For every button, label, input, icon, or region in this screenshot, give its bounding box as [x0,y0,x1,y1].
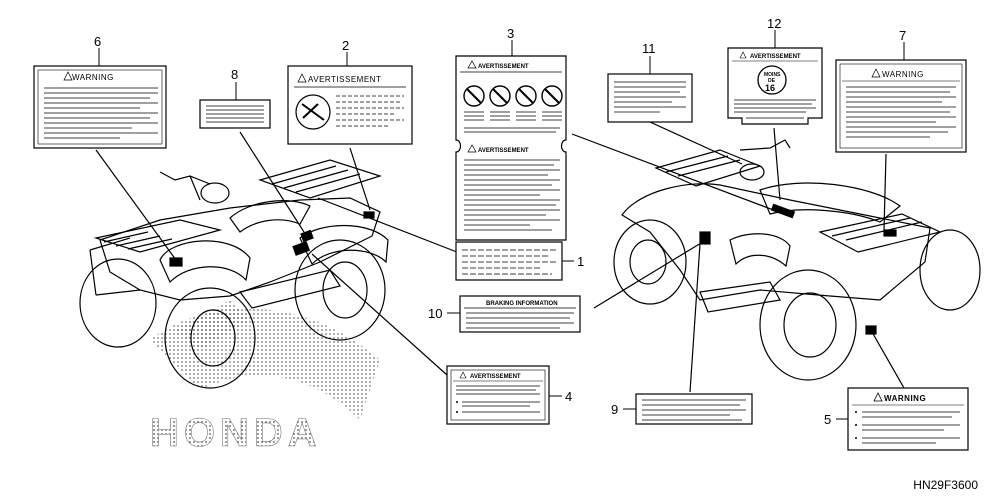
callout-2: 2 [342,38,349,53]
callout-10: 10 [428,306,442,321]
atv-rear-label-patch-7 [883,229,897,237]
callout-4: 4 [565,389,572,404]
warning-triangle-icon [467,60,477,69]
label-7-title: WARNING [882,70,924,79]
label-7-warning: WARNING [835,59,967,153]
age-badge-line3: 16 [765,83,775,93]
label-3-title-lower: AVERTISSEMENT [478,148,529,154]
age-badge-line2: DE [768,78,776,84]
label-12-avertissement: AVERTISSEMENT MOINS DE 16 [727,47,823,125]
warning-triangle-icon [459,371,467,379]
age-badge-line1: MOINS [764,72,781,78]
callout-numbers [98,30,905,420]
prohibited-icon-1 [463,85,485,107]
label-2-title: AVERTISSEMENT [308,75,381,84]
callout-5: 5 [824,412,831,427]
callout-1: 1 [577,254,584,269]
callout-8: 8 [231,67,238,82]
label-3-title: AVERTISSEMENT [478,64,529,70]
warning-triangle-icon [873,392,883,402]
prohibited-icon-3 [515,85,537,107]
prohibited-rider-icon [295,94,331,130]
label-10-braking-information: BRAKING INFORMATION [459,295,581,333]
label-8 [199,99,271,129]
callout-11: 11 [642,41,656,56]
label-9 [635,393,753,425]
honda-watermark: HONDA [150,300,380,455]
warning-triangle-icon [63,71,73,81]
callout-3: 3 [507,26,514,41]
label-12-title: AVERTISSEMENT [750,54,801,60]
atv-front-view [79,159,389,389]
label-6-title: WARNING [72,73,114,82]
atv-front-label-patch-6 [169,257,183,267]
age-limit-badge-icon [757,65,787,95]
atv-front-label-patch-8 [300,229,314,243]
atv-rear-view [613,139,981,381]
label-1 [455,241,563,281]
label-3-avertissement: AVERTISSEMENT AVERTISSEMENT [455,55,567,241]
atv-rear-label-patch-9 [699,231,711,245]
label-2-avertissement: AVERTISSEMENT [287,65,413,145]
diagram-code: HN29F3600 [913,478,978,492]
atv-front-label-patch-4 [292,241,311,256]
label-5-title: WARNING [884,394,926,403]
prohibited-icon-2 [489,85,511,107]
callout-6: 6 [94,34,101,49]
label-5-warning: WARNING [847,387,969,451]
label-4-title: AVERTISSEMENT [470,374,521,380]
label-11 [607,73,693,123]
warning-triangle-icon [467,144,477,153]
warning-triangle-icon [297,73,307,83]
prohibited-icon-4 [541,85,563,107]
warning-triangle-icon [871,68,881,78]
atv-rear-label-patch-5 [865,325,877,335]
label-4-avertissement: AVERTISSEMENT [446,365,550,425]
callout-12: 12 [767,16,781,31]
callout-7: 7 [899,28,906,43]
leader-lines [95,121,905,393]
label-10-title: BRAKING INFORMATION [486,301,558,307]
callout-9: 9 [611,402,618,417]
honda-wordmark: HONDA [150,411,322,455]
label-6-warning: WARNING [33,65,167,149]
warning-triangle-icon [739,51,747,59]
